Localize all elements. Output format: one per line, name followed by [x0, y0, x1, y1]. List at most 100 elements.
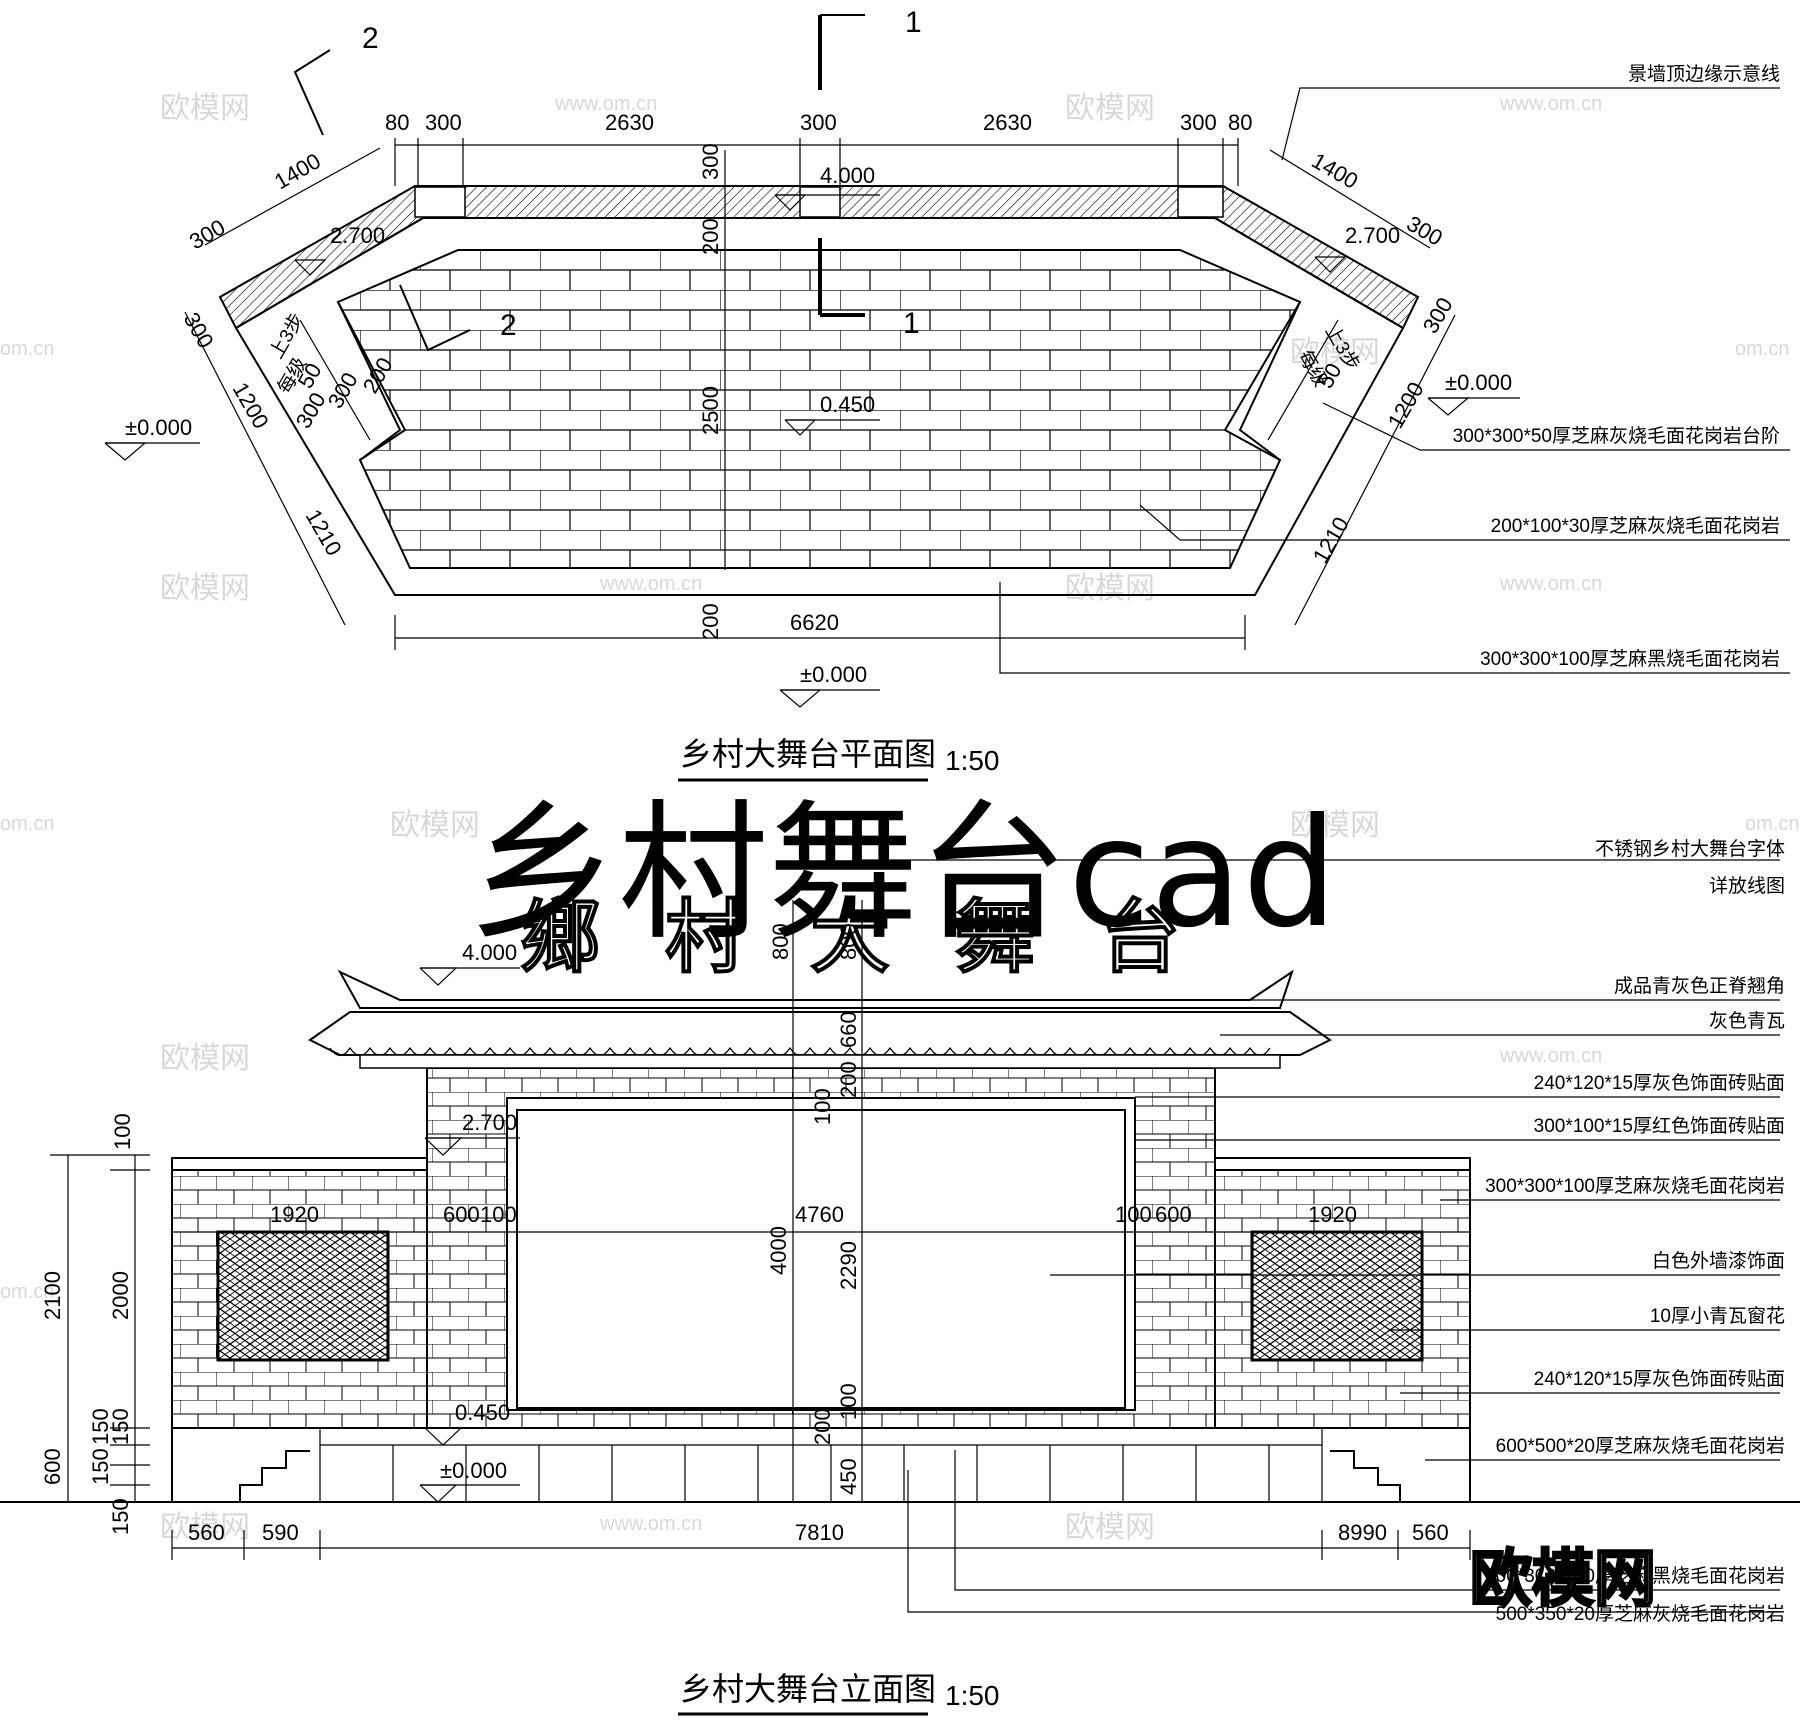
elev-dim: 2000 — [108, 1271, 133, 1320]
elev-level: 0.450 — [455, 1400, 510, 1425]
watermark-logo: 欧模网 — [1290, 809, 1380, 842]
section-mark-label: 2 — [362, 22, 379, 55]
watermark-domain: om.cn — [0, 813, 54, 835]
elev-dim: 560 — [188, 1520, 225, 1545]
plan-dim: 300 — [185, 214, 229, 254]
plan-dim: 300 — [698, 143, 723, 180]
elevation-title: 乡村大舞台立面图 — [680, 1671, 936, 1707]
elev-dim: 150 — [108, 1408, 133, 1445]
elev-dim: 660 — [836, 1011, 861, 1048]
watermark-site: www.om.cn — [1499, 573, 1602, 595]
elev-level: ±0.000 — [440, 1458, 507, 1483]
elev-dim: 150 — [88, 1408, 113, 1445]
watermark-site: www.om.cn — [1499, 93, 1602, 115]
plan-dim: 300 — [179, 308, 219, 352]
elev-level: 2.700 — [462, 1110, 517, 1135]
plan-dim: 300 — [1418, 293, 1458, 337]
plan-dim: 300 — [425, 110, 462, 135]
plan-level: ±0.000 — [125, 415, 192, 440]
corner-logo: 欧模网 — [1470, 1542, 1656, 1615]
plan-level: ±0.000 — [1445, 370, 1512, 395]
plan-brick-field — [336, 249, 1302, 569]
plan-level: ±0.000 — [800, 662, 867, 687]
plan-dim: 1200 — [228, 378, 274, 433]
plan-dim: 1400 — [270, 148, 325, 194]
elev-dim: 800 — [836, 923, 861, 960]
watermark-logo: 欧模网 — [390, 809, 480, 842]
roof-tiles — [308, 1011, 1332, 1056]
elev-dim: 600 — [1155, 1202, 1192, 1227]
left-lattice-window — [216, 1230, 390, 1362]
plan-step-label: 上3步 — [265, 309, 308, 362]
elev-callout: 300*300*100厚芝麻黑烧毛面花岗岩 — [1485, 1565, 1785, 1587]
watermark-domain: om.cn — [1735, 338, 1789, 360]
elev-dim: 100 — [836, 1383, 861, 1420]
elev-dim: 450 — [836, 1458, 861, 1495]
elev-dim: 1920 — [270, 1202, 319, 1227]
elev-dim: 4760 — [795, 1202, 844, 1227]
elev-dim: 2290 — [836, 1241, 861, 1290]
elev-dim: 100 — [1115, 1202, 1152, 1227]
plan-dim: 300 — [800, 110, 837, 135]
watermark-logo: 欧模网 — [160, 572, 250, 605]
elev-dim: 200 — [836, 1061, 861, 1098]
plan-title: 乡村大舞台平面图 — [680, 736, 936, 772]
elev-callout: 600*500*20厚芝麻灰烧毛面花岗岩 — [1496, 1435, 1785, 1457]
plan-dim: 1400 — [1308, 148, 1363, 194]
elev-dim: 1920 — [1308, 1202, 1357, 1227]
plan-callout: 300*300*50厚芝麻灰烧毛面花岗岩台阶 — [1453, 425, 1780, 447]
plinth — [171, 1427, 1471, 1503]
plan-callout: 200*100*30厚芝麻灰烧毛面花岗岩 — [1491, 515, 1780, 537]
stage-sign-lettering: 鄉村大舞台 — [520, 890, 1245, 984]
watermark-domain: om.cn — [1745, 813, 1799, 835]
plan-dim: 300 — [1403, 211, 1447, 251]
plan-level: 4.000 — [820, 163, 875, 188]
plan-dim: 80 — [385, 110, 409, 135]
plan-dim: 200 — [698, 218, 723, 255]
plan-dim: 2630 — [983, 110, 1032, 135]
watermark-logo: 欧模网 — [160, 1042, 250, 1075]
watermark-site: www.om.cn — [599, 573, 702, 595]
stage-backdrop-panel — [516, 1109, 1126, 1409]
elev-callout: 500*350*20厚芝麻灰烧毛面花岗岩 — [1496, 1603, 1785, 1625]
elev-callout: 白色外墙漆饰面 — [1652, 1250, 1785, 1272]
roof-ridge — [337, 969, 1294, 1009]
plan-level: 0.450 — [820, 392, 875, 417]
elev-dim: 590 — [262, 1520, 299, 1545]
elev-callout: 300*300*100厚芝麻灰烧毛面花岗岩 — [1485, 1175, 1785, 1197]
elev-dim: 100 — [110, 1113, 135, 1150]
elev-dim: 4000 — [766, 1226, 791, 1275]
elev-dim: 100 — [810, 1088, 835, 1125]
plan-dim: 2500 — [698, 386, 723, 435]
watermark-site: www.om.cn — [554, 93, 657, 115]
elev-dim: 150 — [88, 1448, 113, 1485]
plan-dim: 300 — [323, 368, 363, 412]
elev-dim: 600 — [40, 1448, 65, 1485]
plan-dim: 1200 — [1383, 378, 1429, 433]
watermark-logo: 欧模网 — [1065, 92, 1155, 125]
elev-dim: 150 — [108, 1498, 133, 1535]
elev-callout: 300*100*15厚红色饰面砖贴面 — [1534, 1115, 1785, 1137]
elev-dim: 200 — [810, 1408, 835, 1445]
elev-dim: 800 — [768, 923, 793, 960]
plan-callout: 300*300*100厚芝麻黑烧毛面花岗岩 — [1480, 648, 1780, 670]
elev-dim: 100 — [480, 1202, 517, 1227]
elev-callout: 详放线图 — [1709, 875, 1785, 897]
elev-dim: 7810 — [795, 1520, 844, 1545]
right-lattice-window — [1250, 1230, 1424, 1362]
elevation-scale: 1:50 — [945, 1680, 1000, 1711]
plan-view: 1 1 2 2 80 300 2630 300 2630 300 80 1400… — [104, 6, 1790, 782]
section-mark-label: 1 — [903, 307, 920, 340]
elev-dim: 8990 — [1338, 1520, 1387, 1545]
plan-dim: 200 — [698, 603, 723, 640]
plan-level: 2.700 — [1345, 223, 1400, 248]
watermark-logo: 欧模网 — [160, 92, 250, 125]
watermark-logo: 欧模网 — [1290, 336, 1380, 369]
elev-callout: 240*120*15厚灰色饰面砖贴面 — [1534, 1072, 1785, 1094]
plan-scale: 1:50 — [945, 745, 1000, 776]
elev-dim: 560 — [1412, 1520, 1449, 1545]
watermark-domain: om.cn — [0, 1281, 54, 1303]
watermark-logo: 欧模网 — [1065, 1511, 1155, 1544]
watermark-domain: om.cn — [0, 338, 54, 360]
